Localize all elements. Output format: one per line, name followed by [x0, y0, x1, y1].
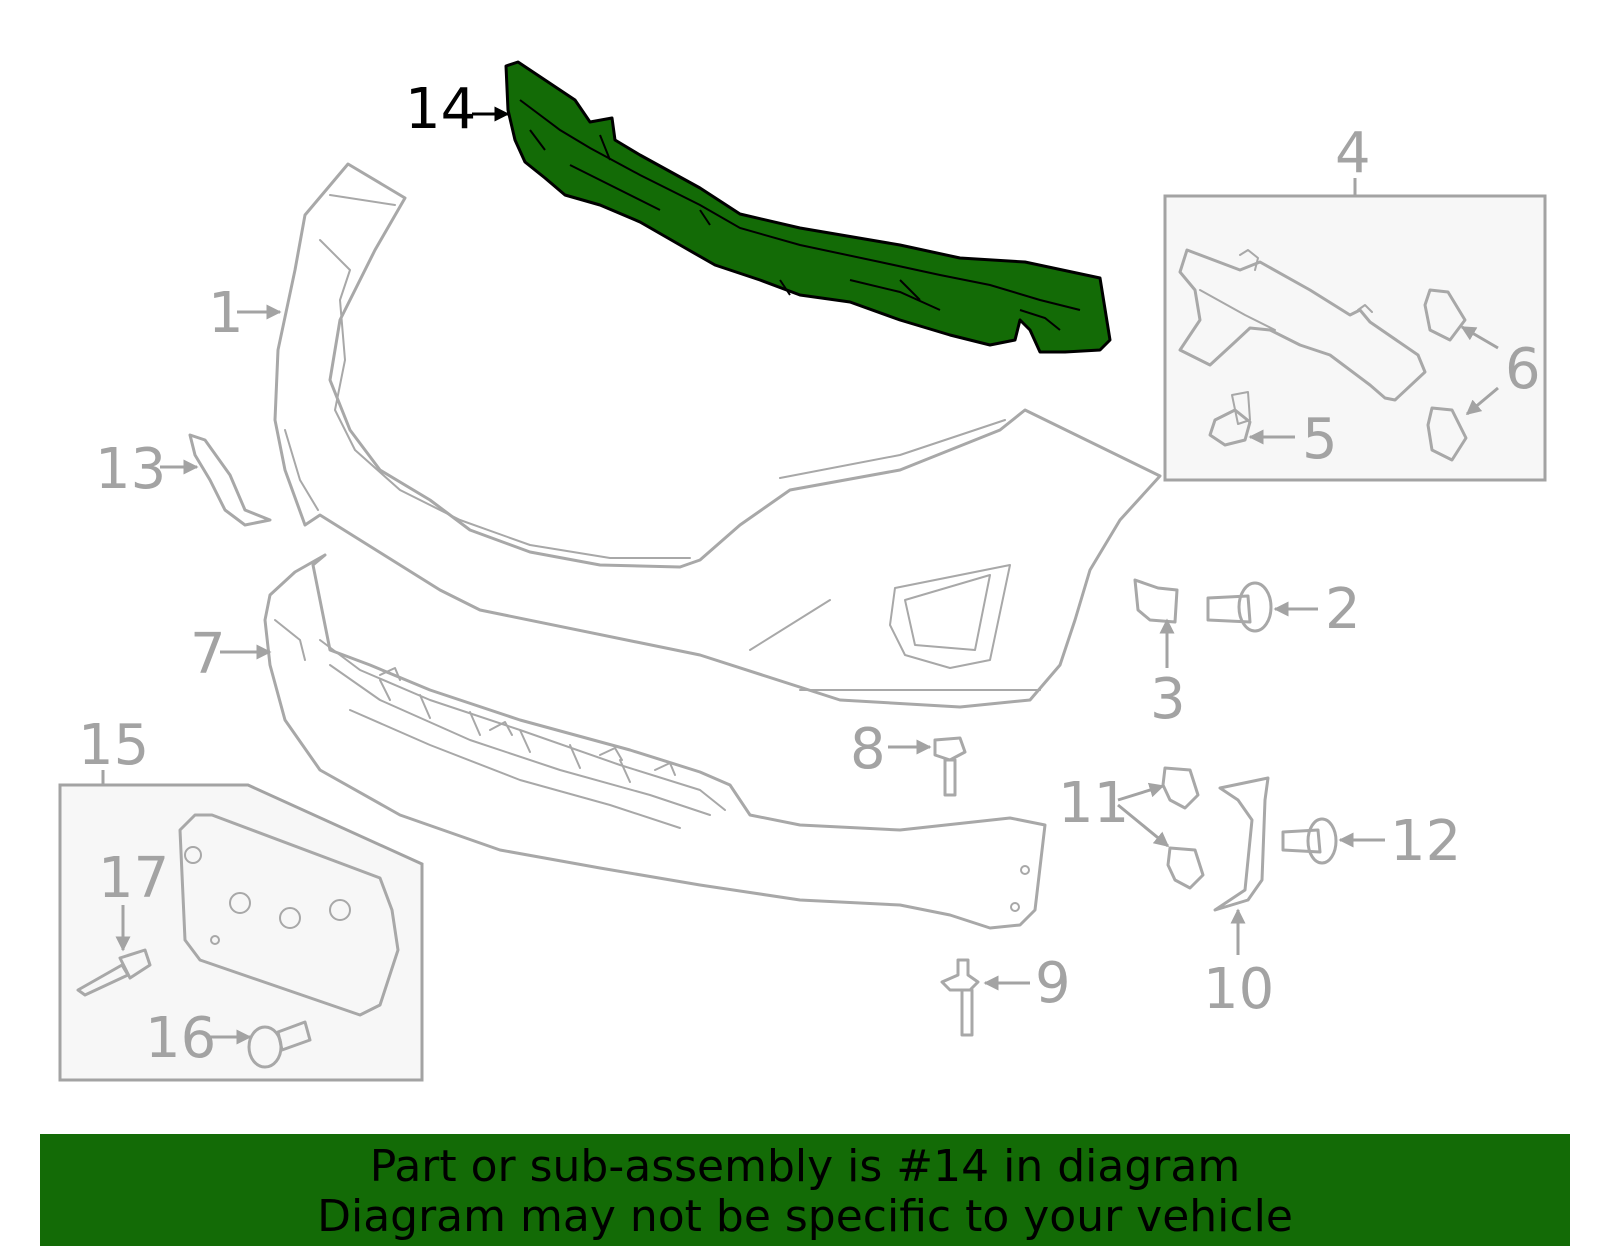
- callout-11: 11: [1058, 771, 1129, 836]
- callout-14[interactable]: 14: [405, 77, 476, 142]
- banner-line-1: Part or sub-assembly is #14 in diagram: [369, 1141, 1241, 1192]
- bolt-8: [933, 736, 967, 797]
- callout-2: 2: [1325, 577, 1361, 642]
- clip-3: [1133, 578, 1179, 624]
- license-plate-bracket: [178, 813, 400, 1017]
- callout-9: 9: [1035, 951, 1071, 1016]
- callout-10: 10: [1203, 957, 1274, 1022]
- push-pin-12: [1281, 817, 1338, 865]
- impact-absorber-part-14[interactable]: [504, 60, 1112, 354]
- callout-5: 5: [1302, 407, 1338, 472]
- bracket-10: [1213, 776, 1270, 912]
- banner-line-2: Diagram may not be specific to your vehi…: [317, 1191, 1293, 1242]
- tow-hook-cap: [188, 433, 272, 527]
- pin-9: [940, 958, 980, 1037]
- screw-16: [247, 1020, 312, 1069]
- inset-box-4: [1163, 194, 1547, 482]
- callout-15: 15: [78, 713, 149, 778]
- callout-3: 3: [1150, 667, 1186, 732]
- callout-16: 16: [145, 1006, 216, 1071]
- lower-fascia: [263, 553, 1047, 930]
- clip-11b: [1166, 846, 1205, 890]
- callout-4: 4: [1335, 121, 1371, 186]
- callout-6: 6: [1505, 337, 1541, 402]
- clip-11a: [1161, 766, 1200, 810]
- bumper-bracket: [1178, 248, 1427, 402]
- callout-8: 8: [850, 717, 886, 782]
- clip-6a: [1423, 288, 1467, 342]
- bumper-cover-upper: [273, 162, 1162, 709]
- callout-13: 13: [95, 437, 166, 502]
- callout-12: 12: [1390, 809, 1461, 874]
- callout-7: 7: [190, 622, 226, 687]
- callout-1: 1: [208, 281, 244, 346]
- info-banner: Part or sub-assembly is #14 in diagram D…: [40, 1134, 1570, 1246]
- rivet-17: [76, 948, 152, 997]
- bolt-5: [1208, 391, 1252, 447]
- push-pin-2: [1206, 581, 1273, 633]
- callout-17: 17: [98, 846, 169, 911]
- clip-6b: [1426, 406, 1468, 462]
